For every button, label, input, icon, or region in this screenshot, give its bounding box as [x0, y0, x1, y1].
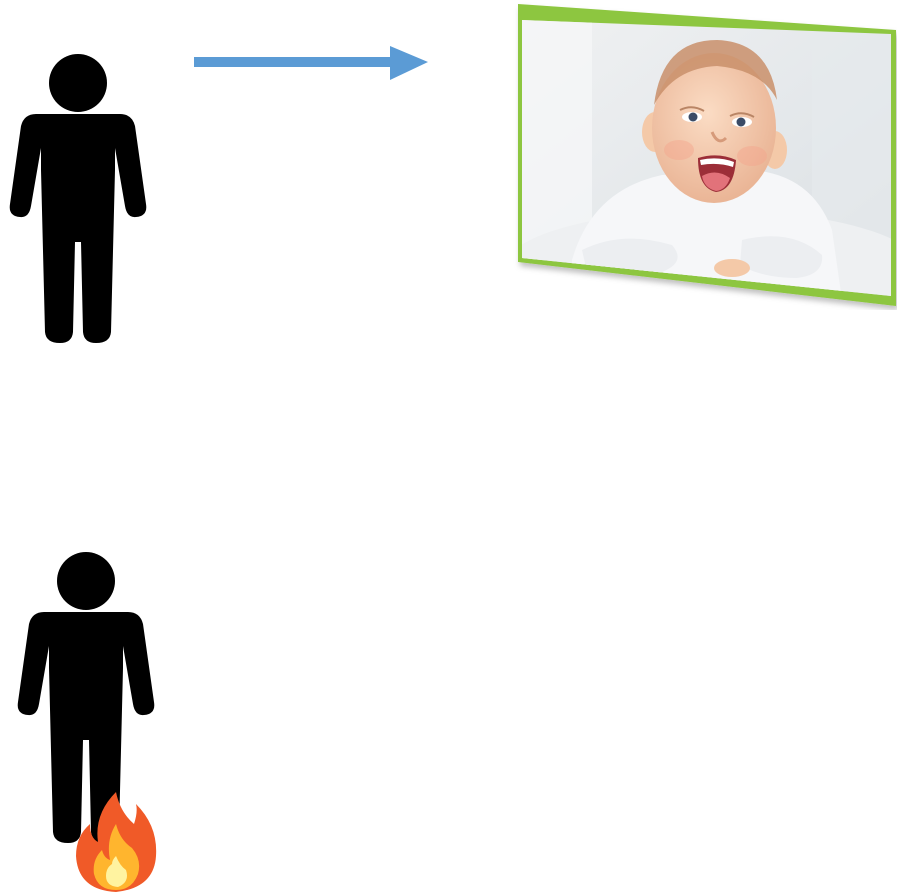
fire-emoji-icon	[74, 790, 158, 894]
baby-photo-frame	[512, 0, 897, 310]
person-silhouette	[10, 54, 147, 343]
person-top-icon	[8, 52, 148, 344]
arrow-right-icon	[190, 44, 430, 84]
